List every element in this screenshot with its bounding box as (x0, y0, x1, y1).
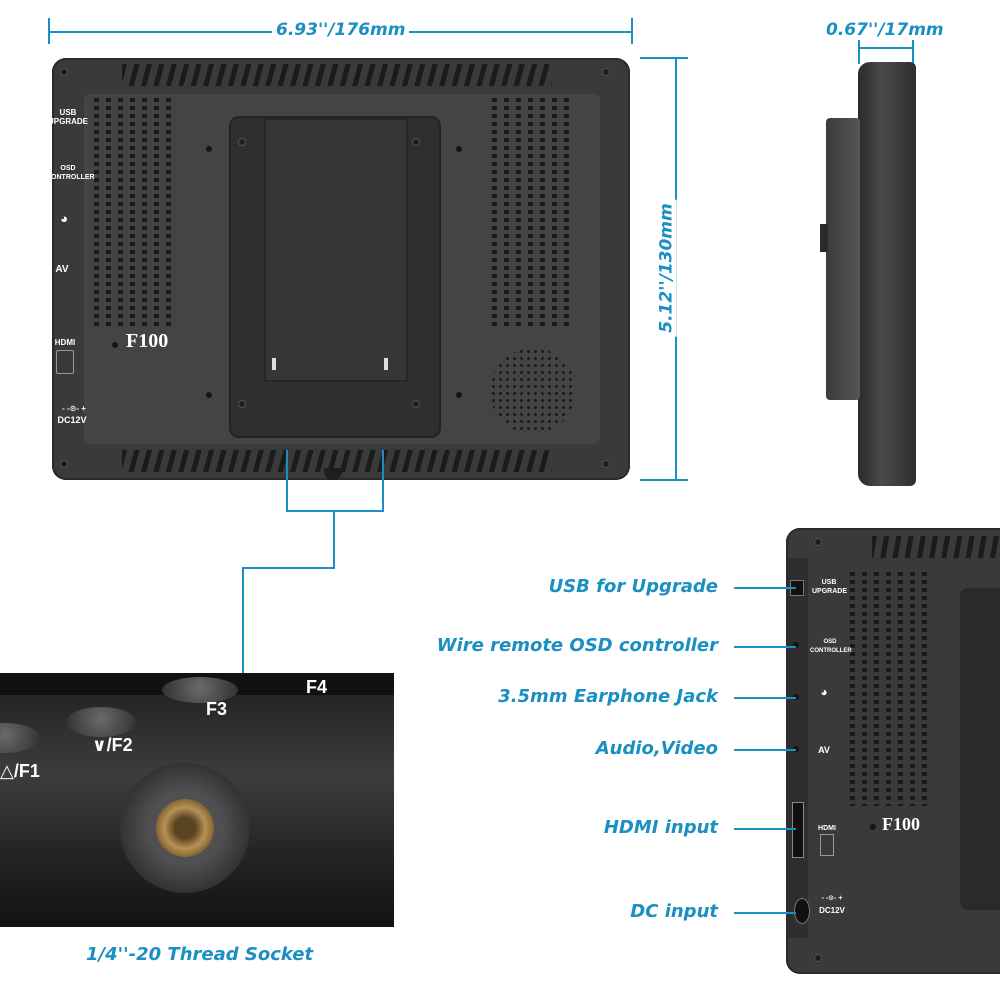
dc-jack (794, 898, 810, 924)
osd-callout: Wire remote OSD controller (436, 635, 718, 656)
button-f3 (162, 677, 238, 703)
thread-socket-callout: 1/4''-20 Thread Socket (86, 944, 314, 965)
usb-leader-line (734, 587, 796, 589)
thread-socket-closeup: △/F1 ∨/F2 F3 F4 (0, 673, 394, 927)
corner-screw (60, 460, 68, 468)
mount-hole (456, 146, 462, 152)
monitor-side-view (858, 62, 916, 486)
dc-port-label: DC12V (57, 415, 87, 425)
plate-latch (272, 358, 276, 370)
ports-hdmi-button (820, 834, 834, 856)
corner-screw (602, 460, 610, 468)
depth-dimension-line (858, 47, 914, 49)
earphone-leader-line (734, 697, 796, 699)
dc-callout: DC input (630, 901, 718, 922)
osd-port-label: OSD CONTROLLER (46, 165, 95, 181)
hdmi-port-label: HDMI (54, 338, 76, 347)
ports-dc-label: DC12V (819, 906, 845, 915)
thread-socket-back (324, 468, 342, 480)
ports-vent-grid (850, 572, 932, 806)
depth-dimension-tick-left (858, 40, 860, 64)
av-port-label: AV (55, 264, 69, 275)
mount-hole (206, 392, 212, 398)
monitor-ports-closeup: F100 USB UPGRADE OSD CONTROLLER ◕ AV HDM… (786, 528, 1000, 974)
ports-usb-label: USB UPGRADE (812, 579, 848, 595)
height-dimension-label: 5.12''/130mm (656, 199, 677, 337)
usb-callout: USB for Upgrade (548, 576, 718, 597)
monitor-back-view: F100 USB UPGRADE OSD CONTROLLER ◕ AV HDM… (46, 58, 630, 480)
battery-plate-inner (264, 118, 408, 382)
depth-dimension-label: 0.67''/17mm (822, 20, 948, 40)
button-f1-label: △/F1 (0, 761, 40, 781)
corner-screw (602, 68, 610, 76)
headphone-icon: ◕ (60, 211, 68, 226)
width-dimension-label: 6.93''/176mm (272, 20, 410, 40)
height-dimension-tick-top (640, 57, 688, 59)
hdmi-port (56, 350, 74, 374)
right-vent-grid (492, 98, 576, 330)
height-dimension-tick-bottom (640, 479, 688, 481)
hdmi-port (792, 802, 804, 858)
osd-jack (793, 642, 799, 648)
button-f4-label: F4 (306, 677, 328, 697)
width-dimension-tick-right (631, 18, 633, 44)
usb-port-label: USB UPGRADE (48, 108, 89, 126)
button-f3-label: F3 (206, 699, 228, 719)
ports-top-vent (872, 536, 1000, 558)
ports-av-label: AV (818, 745, 830, 755)
left-vent-grid (94, 98, 178, 330)
plate-latch (384, 358, 388, 370)
button-f2 (66, 707, 136, 737)
socket-leader-horizontal (242, 567, 335, 569)
depth-dimension-tick-right (912, 40, 914, 64)
width-dimension-tick-left (48, 18, 50, 44)
model-label: F100 (126, 330, 169, 352)
speaker-grille (490, 348, 576, 434)
plate-screw (412, 400, 420, 408)
av-callout: Audio,Video (595, 738, 718, 759)
hdmi-callout: HDMI input (603, 817, 718, 838)
bottom-vent (122, 450, 552, 472)
osd-leader-line (734, 646, 796, 648)
top-vent (122, 64, 552, 86)
ports-osd-label: OSD CONTROLLER (810, 639, 852, 654)
corner-screw (814, 538, 822, 546)
brass-insert (156, 799, 214, 857)
socket-leader-vertical (333, 510, 335, 568)
earphone-jack (793, 694, 799, 700)
dc-symbol: - -⊙- + (62, 404, 86, 413)
side-latch (820, 224, 828, 252)
av-leader-line (734, 749, 796, 751)
corner-screw (814, 954, 822, 962)
socket-leader-down (242, 567, 244, 673)
button-f2-label: ∨/F2 (92, 735, 133, 755)
socket-highlight-box (286, 450, 384, 512)
av-jack (793, 746, 799, 752)
ports-battery-plate (960, 588, 1000, 910)
mount-hole (456, 392, 462, 398)
plate-screw (238, 138, 246, 146)
model-dot (870, 824, 876, 830)
plate-screw (238, 400, 246, 408)
ports-hdmi-label: HDMI (818, 825, 836, 832)
corner-screw (60, 68, 68, 76)
earphone-callout: 3.5mm Earphone Jack (498, 686, 718, 707)
button-f1 (0, 723, 40, 753)
mount-hole (206, 146, 212, 152)
model-dot (112, 342, 118, 348)
ports-model-label: F100 (882, 814, 920, 834)
hdmi-leader-line (734, 828, 796, 830)
side-battery-plate (826, 118, 860, 400)
dc-leader-line (734, 912, 796, 914)
ports-dc-symbol: - -⊙- + (821, 895, 843, 902)
ports-headphone-icon: ◕ (820, 685, 828, 699)
plate-screw (412, 138, 420, 146)
